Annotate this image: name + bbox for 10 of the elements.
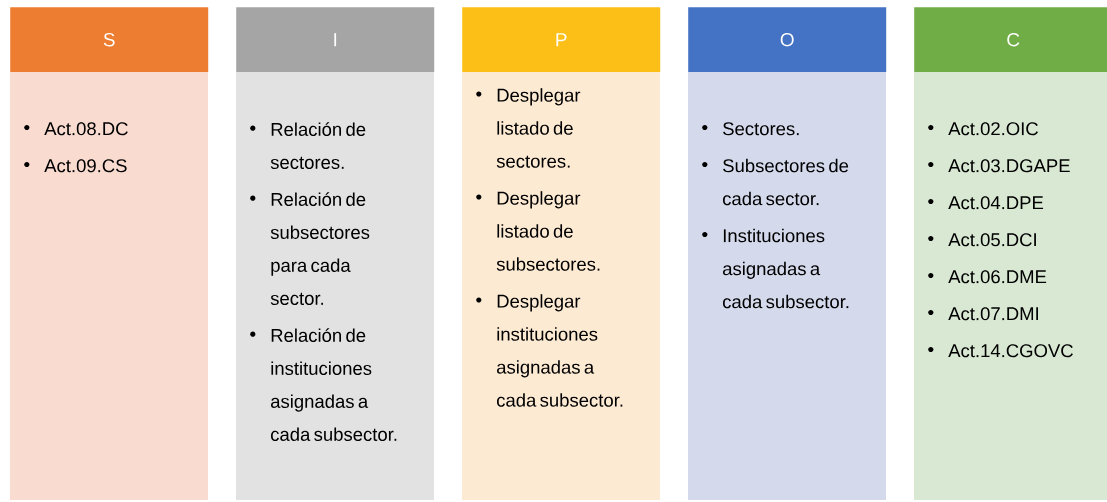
column-header: P	[462, 7, 661, 73]
column-header: I	[236, 7, 435, 73]
bullet-list-panel: Act.08.DC Act.09.CS	[10, 72, 208, 500]
bullet-list-panel: Desplegar listado de sectores. Desplegar listado de subsectores. Desplegar instituciones asignadas a cada subsector.	[462, 72, 660, 500]
bullet-list-panel: Relación de sectores. Relación de subsectores para cada sector. Relación de instituciones asignadas a cada subsector.	[236, 72, 434, 500]
bullet-list-panel: Act.02.OIC Act.03.DGAPE Act.04.DPE Act.05.DCI Act.06.DME Act.07.DMI Act.14.CGOVC	[914, 72, 1107, 500]
bullet-list-panel: Sectores. Subsectores de cada sector. Instituciones asignadas a cada subsector.	[688, 72, 886, 500]
column-header: S	[10, 7, 209, 73]
column-header: C	[914, 7, 1107, 73]
column-header: O	[688, 7, 887, 73]
